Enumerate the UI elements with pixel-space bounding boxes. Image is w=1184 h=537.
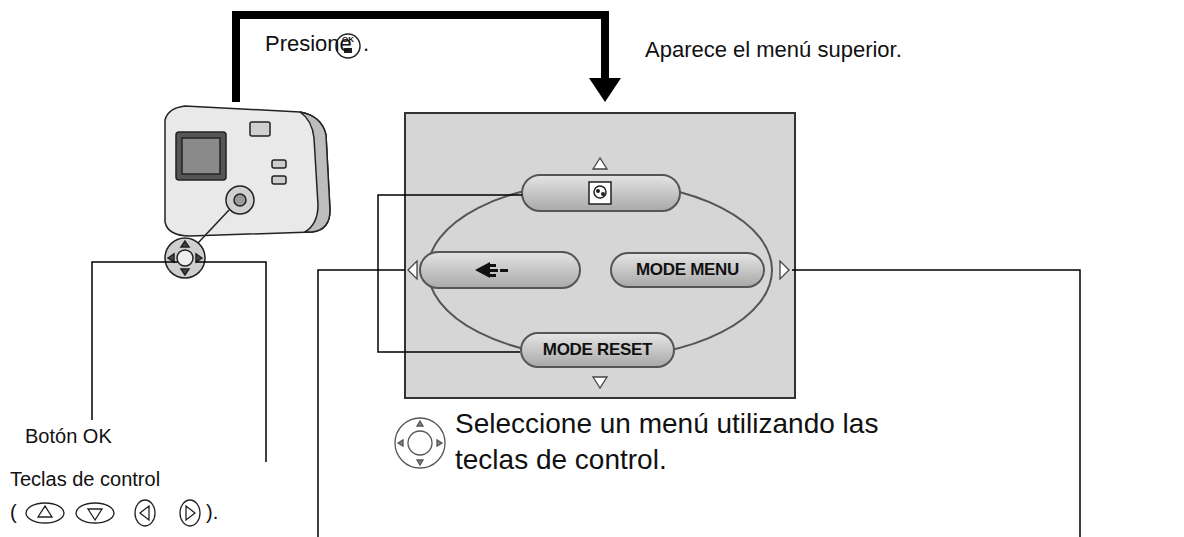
text-label: ).: [206, 500, 218, 524]
right-triangle: [780, 261, 789, 279]
card-pill: [420, 252, 580, 288]
menu-pill: MODE RESET: [520, 332, 675, 368]
text-label: Teclas de control: [10, 467, 160, 491]
leader-line: [196, 262, 266, 462]
card-icon: [475, 262, 508, 278]
bracket-line: [378, 195, 522, 352]
leader-line: [318, 270, 405, 537]
text-label: OK: [340, 35, 356, 45]
movie-icon: [589, 182, 611, 204]
text-label: .: [363, 31, 369, 57]
pill-text: MODE MENU: [636, 260, 739, 280]
up-triangle: [593, 158, 607, 169]
text-label: Presione: [265, 31, 352, 57]
lcd-screen: [405, 113, 795, 398]
control-pad-zoom: [165, 238, 205, 278]
left-triangle: [408, 261, 417, 279]
control-key-icons: [26, 500, 200, 526]
pill-text: MODE RESET: [543, 340, 652, 360]
text-label: Botón OK: [25, 424, 112, 448]
leader-line: [792, 270, 1080, 537]
text-label: (: [10, 500, 17, 524]
camera-illustration: [165, 106, 330, 243]
text-label: Aparece el menú superior.: [645, 37, 902, 63]
movie-pill: [522, 175, 680, 211]
flow-arrow: [236, 15, 605, 102]
text-label: Seleccione un menú utilizando las teclas…: [455, 406, 925, 478]
arrow-head: [589, 78, 621, 102]
control-pad-icon: [395, 418, 445, 468]
leader-line: [92, 262, 178, 420]
down-triangle: [593, 377, 607, 388]
menu-pill: MODE MENU: [610, 252, 765, 288]
